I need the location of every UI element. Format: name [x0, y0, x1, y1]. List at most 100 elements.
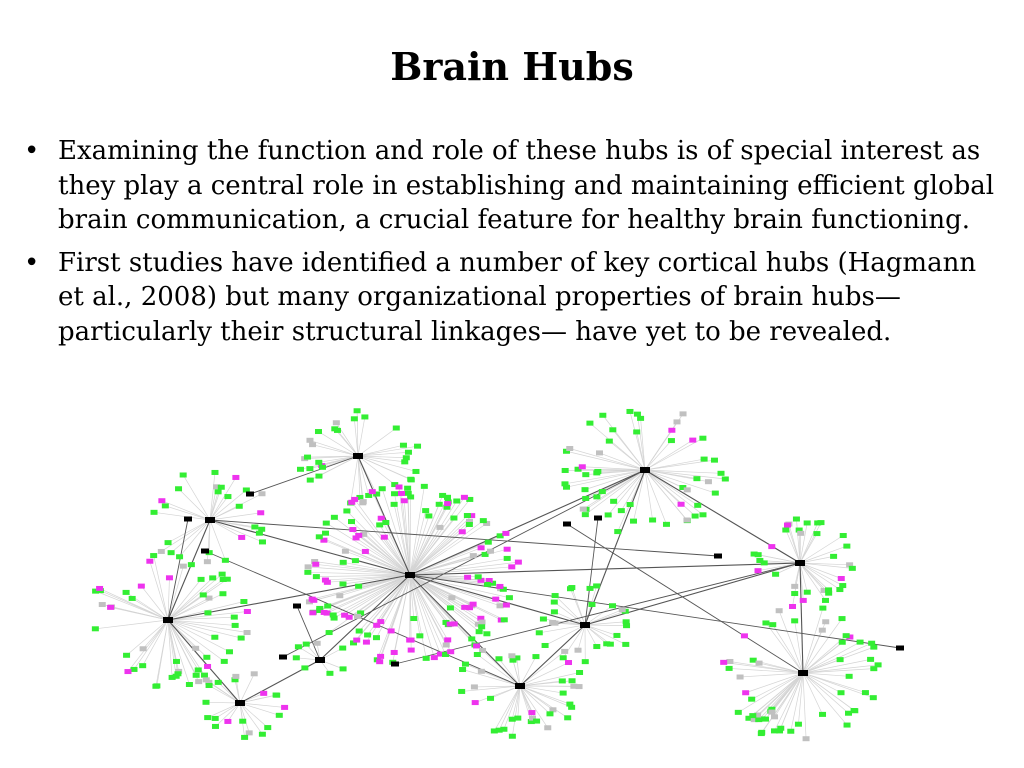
network-node — [313, 640, 321, 646]
network-node — [165, 575, 173, 581]
network-edge — [209, 519, 263, 543]
network-edge — [409, 574, 482, 619]
network-edge — [208, 682, 241, 704]
network-node — [576, 670, 584, 676]
hub-node — [163, 617, 173, 623]
network-node — [750, 717, 758, 723]
network-edge — [344, 574, 411, 616]
network-edge — [802, 664, 879, 674]
network-edge — [342, 574, 411, 585]
network-node — [772, 571, 780, 577]
network-node — [306, 477, 314, 483]
network-node — [211, 469, 219, 475]
network-node — [91, 626, 99, 632]
network-node — [192, 672, 200, 678]
network-node — [161, 503, 169, 509]
network-node — [376, 522, 384, 528]
network-node — [565, 660, 573, 666]
bridge-node — [279, 654, 287, 660]
network-edge — [462, 669, 521, 687]
network-node — [399, 442, 407, 448]
network-edge — [409, 574, 505, 621]
network-edge — [612, 429, 646, 471]
network-edge — [738, 672, 804, 713]
network-edge — [511, 685, 521, 720]
network-node — [446, 605, 454, 611]
network-edge — [409, 574, 451, 609]
network-node — [378, 486, 386, 492]
network-node — [596, 450, 604, 456]
bridge-node — [563, 521, 571, 527]
network-node — [331, 426, 339, 432]
hub-node — [205, 517, 215, 523]
network-node — [204, 663, 212, 669]
network-node — [469, 553, 477, 559]
backbone-edge — [209, 519, 411, 576]
network-node — [309, 442, 317, 448]
network-node — [787, 728, 795, 734]
network-node — [837, 690, 845, 696]
network-node — [436, 651, 444, 657]
network-edge — [161, 500, 211, 521]
network-edge — [409, 520, 484, 576]
network-edge — [324, 574, 411, 613]
network-edge — [365, 551, 411, 576]
network-node — [172, 658, 180, 664]
network-node — [492, 596, 500, 602]
network-edge — [167, 619, 248, 633]
network-node — [755, 717, 763, 723]
network-node — [487, 695, 495, 701]
bullet-icon: • — [24, 247, 40, 278]
network-node — [447, 649, 455, 655]
network-edge — [799, 545, 847, 564]
network-edge — [802, 672, 850, 677]
network-edge — [209, 519, 226, 561]
network-edge — [519, 685, 564, 694]
network-node — [412, 468, 420, 474]
hub-node — [315, 657, 325, 663]
network-node — [130, 666, 138, 672]
network-node — [390, 649, 398, 655]
network-edge — [802, 668, 874, 674]
network-node — [251, 524, 259, 530]
network-edge — [348, 574, 411, 618]
network-node — [622, 619, 630, 625]
network-edge — [409, 574, 421, 636]
network-node — [273, 692, 281, 698]
network-node — [377, 515, 385, 521]
network-node — [527, 719, 535, 725]
network-node — [820, 587, 828, 593]
network-node — [614, 529, 622, 535]
network-edge — [519, 685, 570, 705]
network-node — [795, 527, 803, 533]
hub-node — [795, 560, 805, 566]
network-edge — [336, 422, 359, 457]
network-node — [107, 604, 115, 610]
network-node — [223, 576, 231, 582]
network-node — [508, 564, 516, 570]
network-node — [477, 577, 485, 583]
network-node — [822, 619, 830, 625]
network-edge — [584, 605, 613, 626]
network-edge — [477, 654, 521, 687]
network-node — [794, 721, 802, 727]
network-node — [150, 509, 158, 515]
network-node — [387, 628, 395, 634]
network-node — [726, 658, 734, 664]
network-edge — [333, 574, 411, 616]
network-node — [622, 641, 630, 647]
network-node — [329, 612, 337, 618]
network-node — [324, 603, 332, 609]
network-node — [574, 466, 582, 472]
network-node — [221, 557, 229, 563]
network-node — [348, 499, 356, 505]
network-edge — [774, 672, 804, 732]
network-edge — [142, 619, 169, 666]
network-node — [699, 512, 707, 518]
network-node — [478, 619, 486, 625]
network-edge — [99, 588, 169, 621]
network-node — [330, 514, 338, 520]
network-edge — [356, 574, 411, 641]
network-node — [477, 545, 485, 551]
network-edge — [409, 517, 455, 576]
